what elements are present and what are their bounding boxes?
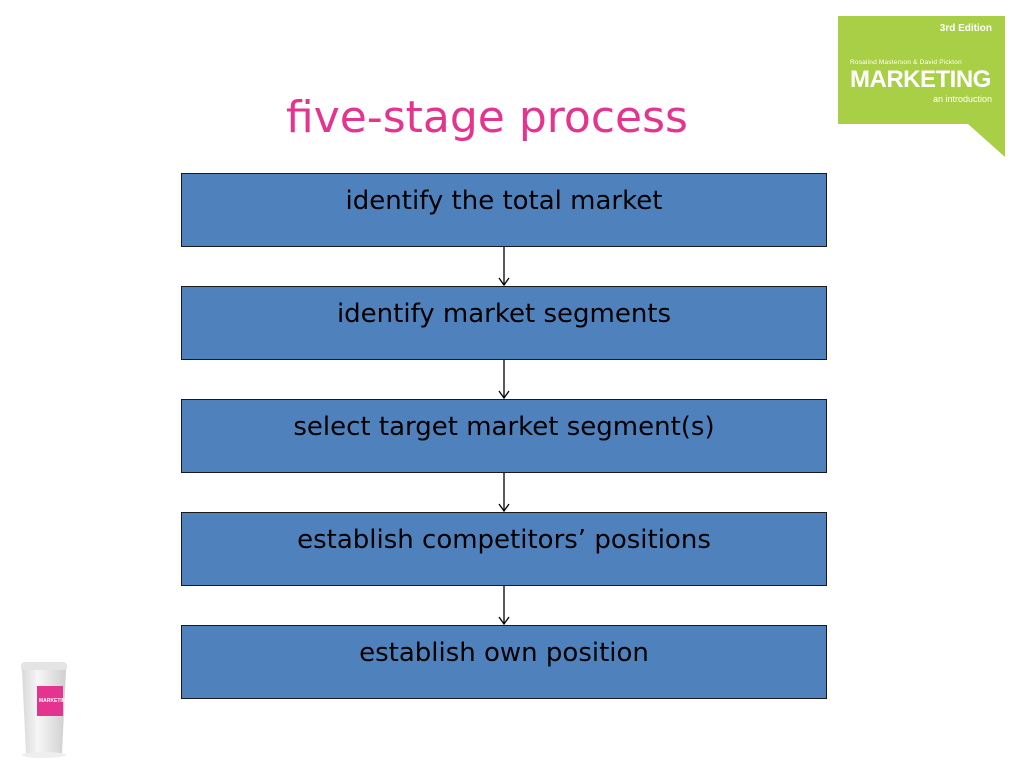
connector-arrow-2 xyxy=(181,360,827,399)
arrow-down-icon xyxy=(498,247,510,286)
step-box-1: identify the total market xyxy=(181,173,827,247)
step-label-3: select target market segment(s) xyxy=(293,412,715,442)
step-label-1: identify the total market xyxy=(345,186,663,216)
step-box-4: establish competitors’ positions xyxy=(181,512,827,586)
coffee-cup-icon: MARKETING xyxy=(18,660,90,760)
logo-badge-shape xyxy=(838,16,1005,157)
arrow-down-icon xyxy=(498,473,510,512)
slide-title: five-stage process xyxy=(286,92,688,143)
logo-authors: Rosalind Masterson & David Pickton xyxy=(850,59,962,66)
connector-arrow-1 xyxy=(181,247,827,286)
connector-arrow-3 xyxy=(181,473,827,512)
connector-arrow-4 xyxy=(181,586,827,625)
step-box-5: establish own position xyxy=(181,625,827,699)
step-box-2: identify market segments xyxy=(181,286,827,360)
step-label-4: establish competitors’ positions xyxy=(297,525,711,555)
step-label-2: identify market segments xyxy=(336,299,672,329)
logo-subtitle: an introduction xyxy=(932,94,992,104)
logo-edition: 3rd Edition xyxy=(939,23,992,34)
step-label-5: establish own position xyxy=(359,638,649,668)
svg-text:MARKETING: MARKETING xyxy=(39,698,69,704)
arrow-down-icon xyxy=(498,586,510,625)
step-box-3: select target market segment(s) xyxy=(181,399,827,473)
arrow-down-icon xyxy=(498,360,510,399)
process-flow: identify the total market identify marke… xyxy=(181,173,827,699)
logo-title: MARKETING xyxy=(850,66,991,93)
book-logo: 3rd Edition Rosalind Masterson & David P… xyxy=(838,16,1005,157)
